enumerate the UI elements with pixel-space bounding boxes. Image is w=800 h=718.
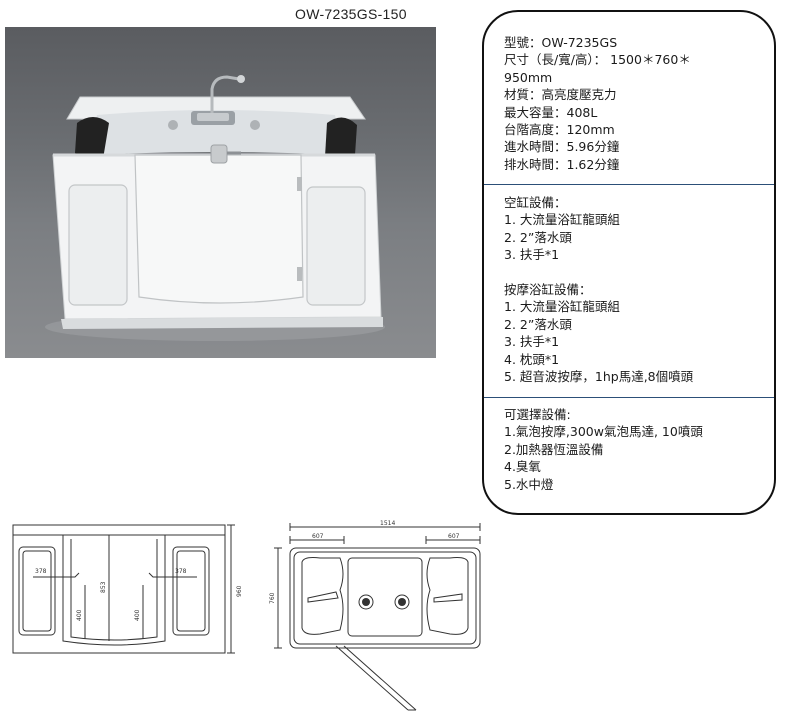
massage-item: 2. 2”落水頭 [504,316,572,332]
standard-item: 3. 扶手*1 [504,247,560,263]
standard-item: 1. 大流量浴缸龍頭組 [504,212,620,228]
spec-card: 型號：OW-7235GS 尺寸（長/寬/高）： 1500＊760＊ 950mm … [482,10,776,515]
bathtub-illustration [45,75,385,341]
divider-2 [484,397,774,398]
spec-fill-time: 進水時間：5.96分鐘 [504,139,620,155]
optional-equipment: 可選擇設備: 1.氣泡按摩,300w氣泡馬達, 10噴頭 2.加熱器恆溫設備 4… [504,406,760,493]
dim-seat-right: 378 [175,568,187,575]
dim-center-height: 853 [100,581,107,593]
standard-equipment: 空缸設備： 1. 大流量浴缸龍頭組 2. 2”落水頭 3. 扶手*1 [504,194,760,264]
dim-total-length: 1514 [380,520,395,527]
product-photo [5,27,436,358]
spec-model: 型號：OW-7235GS [504,35,618,50]
basic-specs: 型號：OW-7235GS 尺寸（長/寬/高）： 1500＊760＊ 950mm … [504,34,760,173]
top-view-drawing: 1514 607 607 760 [268,518,508,713]
spec-size: 尺寸（長/寬/高）： 1500＊760＊ [504,52,691,68]
dim-door-right: 400 [134,609,141,621]
front-elevation-drawing: 378 378 853 400 400 960 [5,515,245,665]
optional-item: 1.氣泡按摩,300w氣泡馬達, 10噴頭 [504,424,703,440]
optional-item: 2.加熱器恆溫設備 [504,441,604,457]
massage-title: 按摩浴缸設備： [504,282,592,297]
dim-total-height: 960 [236,585,243,597]
optional-item: 4.臭氧 [504,459,541,475]
divider-1 [484,184,774,185]
spec-step-height: 台階高度：120mm [504,122,615,138]
spec-capacity: 最大容量：408L [504,104,598,120]
standard-item: 2. 2”落水頭 [504,229,572,245]
dim-right-section: 607 [448,533,460,540]
model-code-title: OW-7235GS-150 [295,6,407,22]
optional-item: 5.水中燈 [504,476,554,492]
dim-width: 760 [269,592,276,604]
massage-item: 1. 大流量浴缸龍頭組 [504,299,620,315]
massage-item: 5. 超音波按摩，1hp馬達,8個噴頭 [504,369,694,385]
dim-seat-left: 378 [35,568,47,575]
spec-size-height: 950mm [504,69,553,85]
dim-left-section: 607 [312,533,324,540]
spec-material: 材質：高亮度壓克力 [504,87,617,103]
massage-item: 4. 枕頭*1 [504,351,560,367]
dim-door-left: 400 [76,609,83,621]
spec-drain-time: 排水時間：1.62分鐘 [504,156,620,172]
massage-equipment: 按摩浴缸設備： 1. 大流量浴缸龍頭組 2. 2”落水頭 3. 扶手*1 4. … [504,281,760,385]
optional-title: 可選擇設備: [504,407,571,422]
massage-item: 3. 扶手*1 [504,334,560,350]
standard-title: 空缸設備： [504,195,567,210]
